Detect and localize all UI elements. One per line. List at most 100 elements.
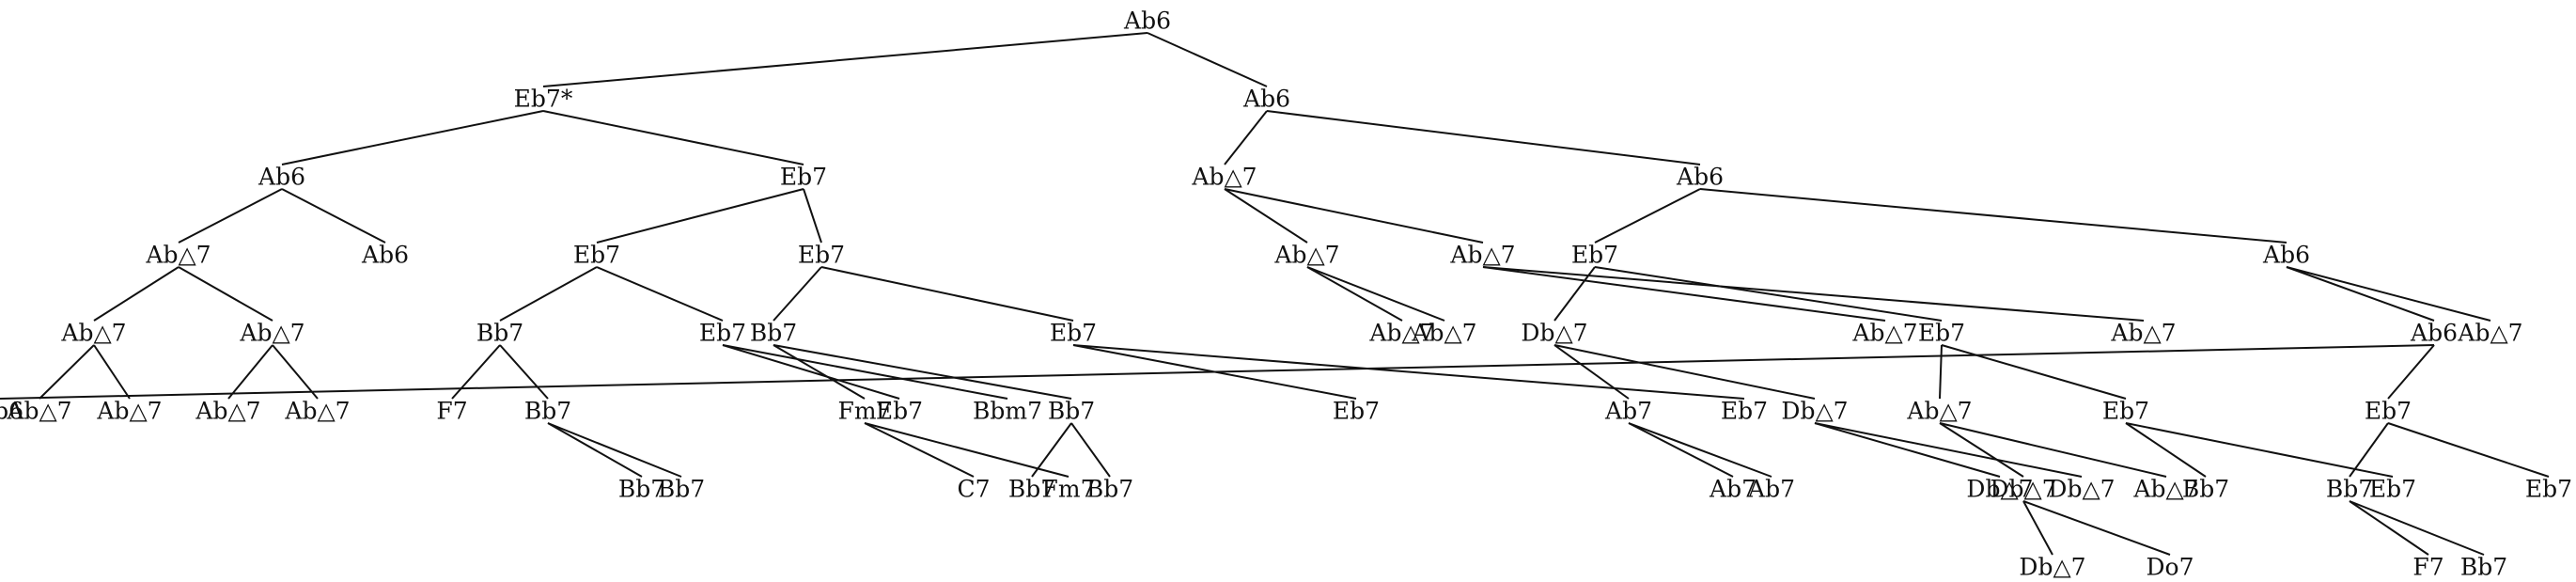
tree-node: Ab6 (2262, 242, 2310, 269)
tree-node: Ab△7 (1368, 320, 1434, 347)
tree-edge (1939, 422, 2024, 478)
tree-edge (2286, 266, 2435, 322)
tree-node: Bb7 (1008, 476, 1055, 503)
tree-node: Eb7 (780, 164, 827, 191)
tree-edge (596, 266, 724, 322)
tree-node: Ab6 (1242, 86, 1290, 113)
tree-node: Eb7 (573, 242, 620, 269)
tree-edge (178, 188, 283, 244)
tree-edge (499, 266, 598, 322)
tree-node: Ab△7 (1851, 320, 1917, 347)
tree-node: Ab△7 (2132, 476, 2198, 503)
tree-edge (1306, 266, 1403, 322)
tree-edge (773, 266, 822, 322)
tree-node: Eb7* (514, 86, 573, 113)
tree-edge (1224, 110, 1268, 165)
tree-node: Db△7 (1990, 476, 2056, 503)
tree-node: Ab6 (361, 242, 409, 269)
tree-edge (773, 344, 866, 400)
tree-edge (864, 422, 975, 478)
tree-edge (2349, 500, 2485, 556)
tree-node: Bb7 (524, 398, 571, 425)
tree-node: Eb7 (876, 398, 923, 425)
tree-node: Ab6 (258, 164, 305, 191)
tree-edge (1553, 344, 1816, 400)
tree-node: Fm7 (838, 398, 892, 425)
tree-node: Db△7 (2048, 476, 2115, 503)
tree-edge (820, 266, 1074, 322)
tree-node: Bb7 (2326, 476, 2373, 503)
tree-edge (596, 188, 804, 244)
tree-edge (1814, 422, 2083, 478)
tree-edge (547, 422, 643, 478)
tree-edge (39, 344, 95, 400)
tree-edge (1482, 266, 2145, 322)
tree-node: F7 (2412, 554, 2443, 581)
tree-node: Ab△7 (2110, 320, 2176, 347)
tree-edge (2349, 422, 2389, 478)
tree-edge (1553, 344, 1630, 400)
tree-node: Ab△7 (239, 320, 304, 347)
tree-node: Ab7 (1747, 476, 1795, 503)
tree-node: Do7 (2146, 554, 2194, 581)
tree-edge (1594, 266, 1943, 322)
tree-node: Eb7 (1721, 398, 1768, 425)
tree-edge (1628, 422, 1772, 478)
tree-edge (227, 344, 273, 400)
tree-node: Bb7 (2182, 476, 2229, 503)
tree-edge (451, 344, 501, 400)
tree-node: Eb7 (699, 320, 746, 347)
tree-edge (1628, 422, 1734, 478)
tree-node: Db△7 (2019, 554, 2085, 581)
tree-edge (1072, 344, 1745, 400)
tree-edge (1031, 422, 1072, 478)
tree-node: Bb7 (658, 476, 705, 503)
tree-node: Ab△7 (2457, 320, 2522, 347)
tree-edge (93, 266, 180, 322)
tree-node: Ab△7 (1273, 242, 1339, 269)
tree-node: Eb7 (798, 242, 845, 269)
tree-edge (1594, 188, 1701, 244)
tree-edge (1070, 422, 1111, 478)
tree-node: Db△7 (1781, 398, 1848, 425)
tree-edge (281, 188, 386, 244)
tree-edge (864, 422, 1069, 478)
tree-node: Eb7 (1571, 242, 1618, 269)
tree-node: Ab6 (1676, 164, 1724, 191)
tree-edge (0, 344, 2435, 400)
tree-edge (542, 32, 1148, 87)
tree-edge (1224, 188, 1484, 244)
tree-edge (542, 110, 804, 165)
tree-node: Eb7 (1918, 320, 1965, 347)
tree-node: C7 (957, 476, 990, 503)
tree-node: Ab△7 (1449, 242, 1515, 269)
tree-node: Ab△7 (96, 398, 162, 425)
tree-edge (1553, 266, 1596, 322)
tree-edge (499, 344, 549, 400)
tree-node: Ab7 (1604, 398, 1652, 425)
tree-edge (1939, 344, 1943, 400)
tree-node: Eb7 (2525, 476, 2572, 503)
tree-node: Ab6 (2410, 320, 2458, 347)
tree-node: Ab7 (1709, 476, 1756, 503)
tree-node: Ab△7 (1411, 320, 1476, 347)
tree-node: Ab△7 (1906, 398, 1972, 425)
tree-edge (1266, 110, 1701, 165)
tree-node: F7 (436, 398, 467, 425)
tree-edge (1941, 344, 2127, 400)
tree-node: Bb7 (1086, 476, 1133, 503)
tree-node: Eb7 (2102, 398, 2149, 425)
tree-node: Eb7 (2365, 398, 2412, 425)
tree-edge (1939, 422, 2167, 478)
tree-node: Eb7 (2369, 476, 2416, 503)
tree-node: Fm7 (1042, 476, 1096, 503)
tree-node: Ab△7 (284, 398, 350, 425)
tree-edge (1306, 266, 1445, 322)
tree-edge (2125, 422, 2394, 478)
tree-edge (1224, 188, 1308, 244)
tree-edge (2022, 500, 2171, 556)
tree-node: Ab△7 (195, 398, 260, 425)
tree-edge (178, 266, 273, 322)
